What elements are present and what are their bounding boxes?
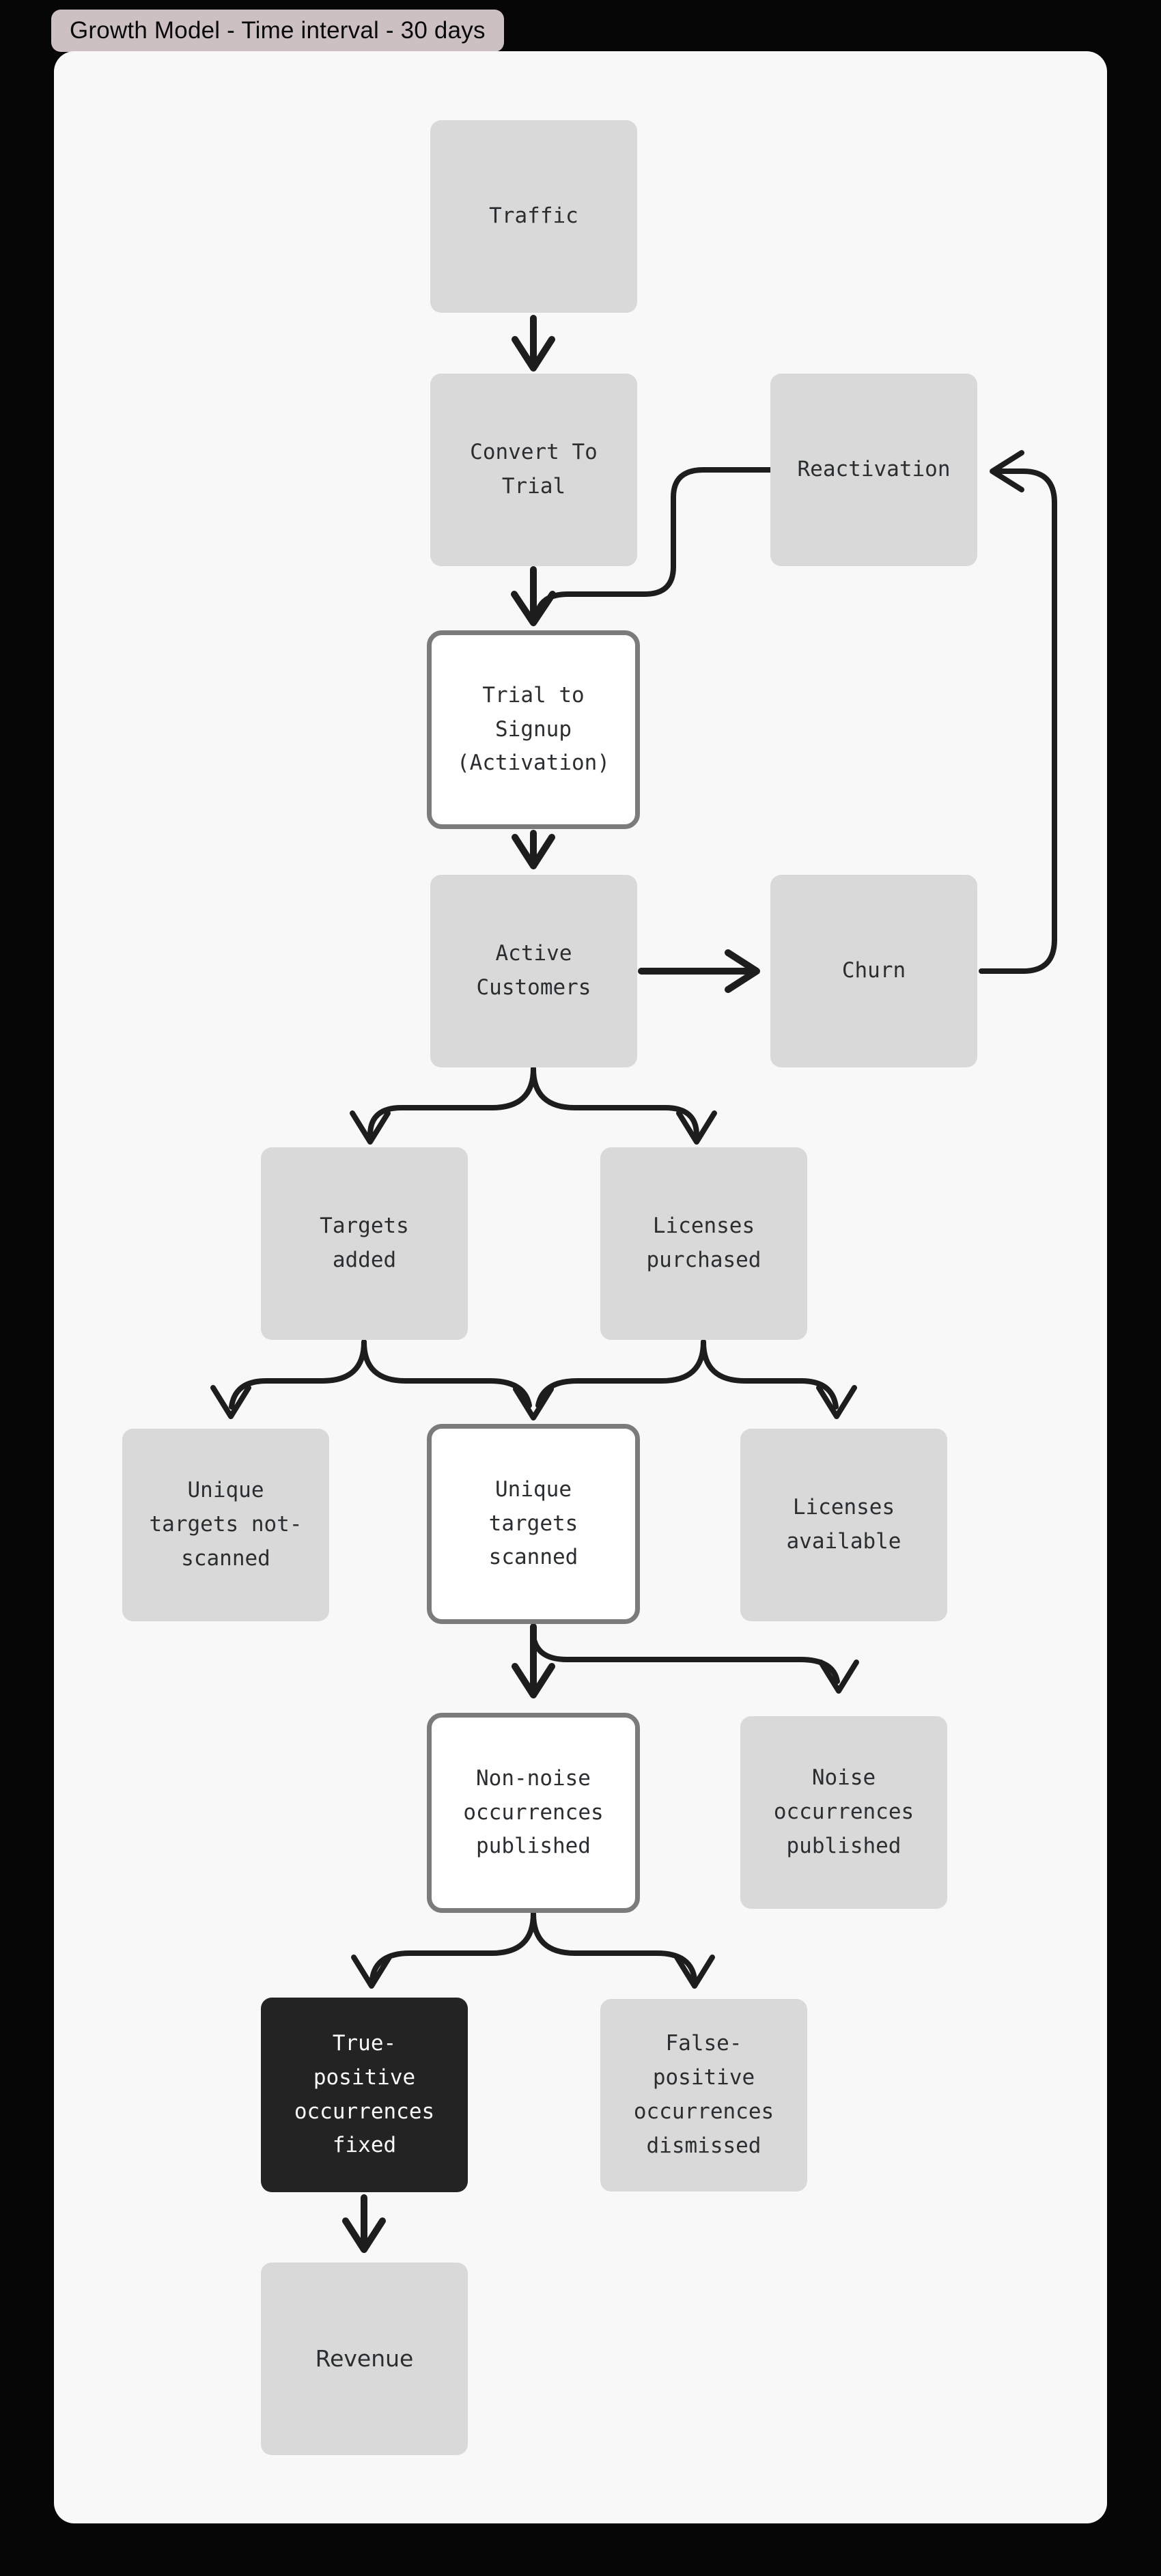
- node-targets-added[interactable]: Targets added: [261, 1147, 468, 1340]
- node-licenses-purchased[interactable]: Licenses purchased: [600, 1147, 807, 1340]
- node-unique-targets-not-scanned[interactable]: Unique targets not- scanned: [122, 1429, 329, 1621]
- node-noise-occurrences-published[interactable]: Noise occurrences published: [740, 1716, 947, 1909]
- node-licenses-available[interactable]: Licenses available: [740, 1429, 947, 1621]
- node-non-noise-occurrences-published[interactable]: Non-noise occurrences published: [427, 1713, 640, 1913]
- node-active-customers[interactable]: Active Customers: [430, 875, 637, 1067]
- node-trial-to-signup-activation[interactable]: Trial to Signup (Activation): [427, 630, 640, 829]
- node-true-positive-occurrences-fixed[interactable]: True- positive occurrences fixed: [261, 1998, 468, 2192]
- node-reactivation[interactable]: Reactivation: [770, 374, 977, 566]
- node-false-positive-occurrences-dismissed[interactable]: False- positive occurrences dismissed: [600, 1999, 807, 2192]
- node-convert-to-trial[interactable]: Convert To Trial: [430, 374, 637, 566]
- node-traffic[interactable]: Traffic: [430, 120, 637, 313]
- node-revenue[interactable]: Revenue: [261, 2263, 468, 2455]
- diagram-title-badge[interactable]: Growth Model - Time interval - 30 days: [51, 10, 504, 52]
- node-churn[interactable]: Churn: [770, 875, 977, 1067]
- node-unique-targets-scanned[interactable]: Unique targets scanned: [427, 1424, 640, 1624]
